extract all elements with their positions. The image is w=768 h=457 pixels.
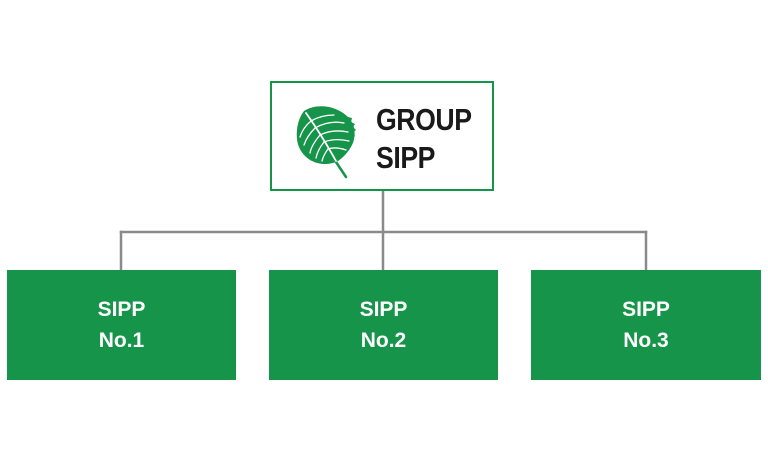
child-node-label-line1: SIPP xyxy=(359,298,408,321)
child-node-sipp-no3: SIPP No.3 xyxy=(531,270,761,380)
child-node-label-line2: No.3 xyxy=(623,329,669,352)
child-node-label-line2: No.2 xyxy=(360,329,407,352)
root-node-title-line2: SIPP xyxy=(376,140,436,175)
root-node-group-sipp: GROUP SIPP xyxy=(270,81,494,191)
root-node-title: GROUP SIPP xyxy=(376,101,472,177)
root-node-title-line1: GROUP xyxy=(376,102,472,137)
child-node-sipp-no2: SIPP No.2 xyxy=(269,270,498,380)
child-node-sipp-no1: SIPP No.1 xyxy=(7,270,236,380)
child-node-label-line1: SIPP xyxy=(97,298,146,321)
child-node-label-line2: No.1 xyxy=(98,329,145,352)
child-node-label-line1: SIPP xyxy=(622,298,670,321)
birch-leaf-icon xyxy=(296,106,356,179)
